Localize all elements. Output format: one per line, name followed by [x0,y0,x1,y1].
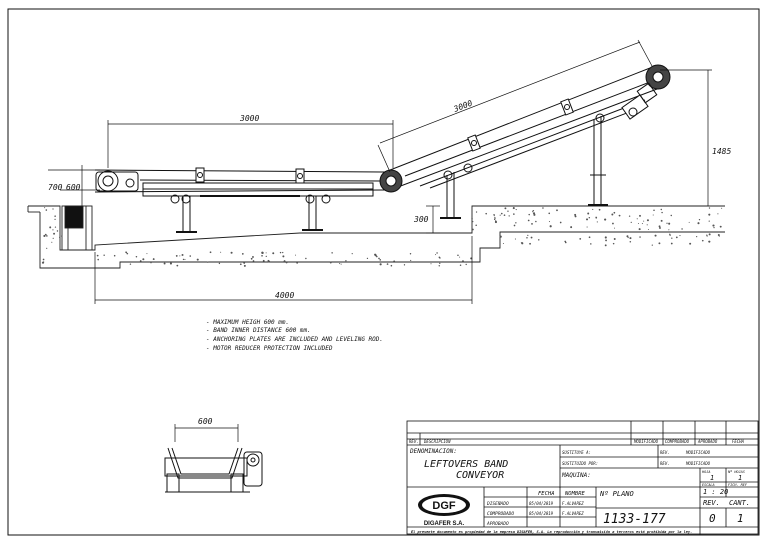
escala-label: ESCALA [702,483,715,487]
sustituye-label: SUSTITUYE A: [562,450,591,455]
modificado-label: MODIFICADO [685,450,711,455]
dim-in-height-b: 600 [66,183,81,192]
supports [170,116,608,233]
note-line: - BAND INNER DISTANCE 600 mm. [206,327,311,334]
dim-pit-depth: 300 [413,215,429,224]
logo-text: DGF [432,500,456,512]
rev-label: REV. [660,461,670,466]
ground-profile [27,205,725,269]
approval-row-name: F.ALVAREZ [562,501,584,506]
legal-footer: El presente documento es propiedad de la… [411,530,692,534]
sheet-border [7,8,760,536]
notes: - MAXIMUM HEIGH 600 mm. - BAND INNER DIS… [206,319,383,352]
inclined-conveyor [379,64,671,193]
dim-incline-length: 3000 [452,98,474,114]
rev-header-rev: REV. [409,439,419,444]
approval-row-label: APROBADO [486,521,509,527]
plano-number: 1133-177 [603,512,666,527]
maquina-label: MAQUINA: [561,472,591,479]
note-line: - ANCHORING PLATES ARE INCLUDED AND LEVE… [206,336,383,343]
hoja-label: HOJA [701,470,710,474]
dim-floor-length: 4000 [275,291,294,300]
company-logo: DGF DIGAFER S.A. [418,494,470,527]
n-hojas-value: 1 [738,474,742,482]
dimension-lines [48,39,712,304]
cant-label: CANT. [729,499,750,507]
rev-value-label: REV. [703,499,720,507]
title-block-text: REV. DESCRIPCION MODIFICADO COMPROBADO A… [409,439,750,534]
rev-label: REV. [660,450,670,455]
ficha-label: FICH. REF [728,483,748,487]
rev-header-comprobado: COMPROBADO [665,439,690,444]
denominacion-label: DENOMINACION: [409,448,457,455]
approval-row-date: 05/04/2019 [529,511,554,516]
company-name: DIGAFER S.A. [424,521,465,527]
hoja-value: 1 [710,474,714,482]
rev-header-modificado: MODIFICADO [633,439,659,444]
nombre-col-header: NOMBRE [564,491,586,497]
escala-value: 1 : 20 [703,488,728,496]
note-line: - MOTOR REDUCER PROTECTION INCLUDED [206,345,333,352]
n-hojas-label: Nº HOJAS [727,470,745,474]
dim-horizontal-length: 3000 [239,114,259,123]
rev-header-descripcion: DESCRIPCION [423,439,451,444]
plano-label: Nº PLANO [599,490,634,498]
horizontal-conveyor [94,167,386,197]
rev-header-fecha: FECHA [732,439,745,444]
rev-header-aprobado: APROBADO [697,439,718,444]
approval-row-name: F.ALVAREZ [562,511,584,516]
cross-section-view [164,424,263,493]
dim-in-height-a: 700 [48,183,63,192]
approval-row-label: DISEÑADO [486,500,509,507]
note-line: - MAXIMUM HEIGH 600 mm. [206,319,289,326]
sustituido-label: SUSTITUIDO POR: [562,461,598,466]
concrete-stipple [41,207,723,267]
drawing-title-line1: LEFTOVERS BAND [424,459,508,470]
dim-overall-height: 1485 [712,147,731,156]
drawing-title-line2: CONVEYOR [456,470,504,481]
approval-row-date: 05/04/2019 [529,501,554,506]
title-block [406,420,759,535]
fecha-col-header: FECHA [538,491,555,497]
dim-section-width: 600 [198,417,213,426]
rev-value: 0 [709,512,716,525]
modificado-label: MODIFICADO [685,461,711,466]
cant-value: 1 [737,512,744,525]
approval-row-label: COMPROBADO [487,511,514,517]
